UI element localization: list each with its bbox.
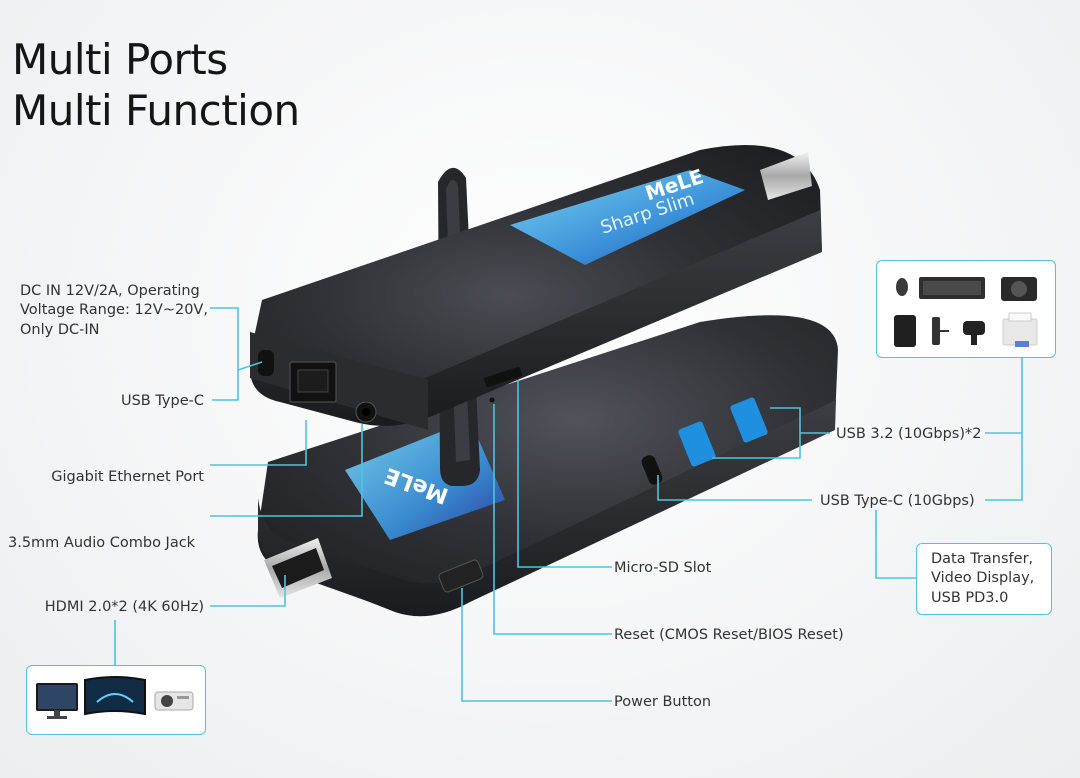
data-transfer-box [916, 543, 1052, 615]
gigabit-ethernet-label: Gigabit Ethernet Port [51, 469, 204, 485]
usb-c-port-left [258, 350, 274, 376]
power-button-shape [438, 559, 484, 593]
usb32-label: USB 3.2 (10Gbps)*2 [836, 426, 982, 442]
webcam-icon [963, 321, 985, 345]
hdmi-label: HDMI 2.0*2 (4K 60Hz) [44, 599, 204, 615]
displays-box [26, 665, 206, 735]
dc-in-label: DC IN 12V/2A, Operating Voltage Range: 1… [20, 283, 208, 338]
mouse-icon [896, 278, 908, 296]
headline: Multi Ports Multi Function [12, 34, 300, 136]
projector-icon [154, 691, 194, 711]
reset-label: Reset (CMOS Reset/BIOS Reset) [614, 627, 844, 643]
usb-type-c-right-label: USB Type-C (10Gbps) [820, 493, 975, 509]
keyboard-icon [919, 277, 985, 299]
upper-unit: MeLE Sharp Slim [250, 145, 822, 430]
reset-hole [489, 397, 495, 403]
monitor-icon [36, 683, 78, 719]
micro-sd-slot [483, 366, 523, 388]
usb-type-c-left-label: USB Type-C [120, 393, 204, 409]
micro-sd-label: Micro-SD Slot [614, 560, 712, 576]
printer-icon [1002, 312, 1038, 347]
audio-jack-label: 3.5mm Audio Combo Jack [8, 535, 196, 551]
hard-drive-icon [894, 315, 916, 347]
curved-tv-icon [84, 676, 146, 716]
peripherals-box [876, 260, 1056, 358]
usb-a-port-1 [678, 421, 716, 467]
camera-icon [1001, 277, 1037, 301]
usb-c-port-right [641, 455, 663, 485]
headline-line-1: Multi Ports [12, 35, 228, 84]
headline-line-2: Multi Function [12, 86, 300, 136]
power-button-label: Power Button [614, 694, 712, 710]
data-transfer-label: Data Transfer, Video Display, USB PD3.0 [931, 551, 1035, 606]
usb-hub-icon [932, 317, 949, 345]
